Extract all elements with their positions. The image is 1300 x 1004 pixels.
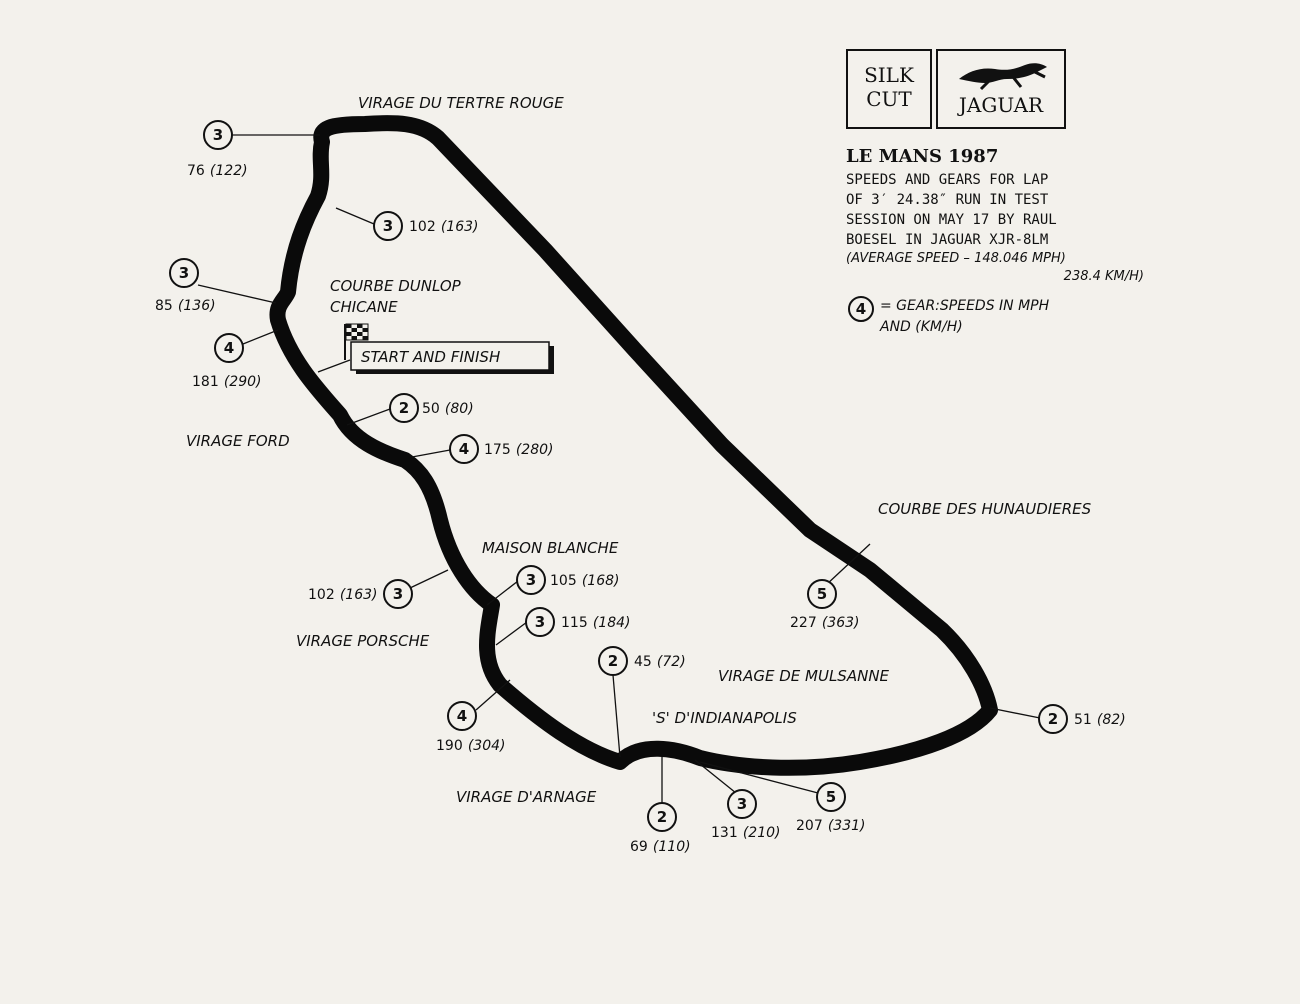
gear-number: 4 (224, 339, 234, 357)
jaguar-logo: JAGUAR (936, 49, 1066, 129)
corner-label-dunlop: COURBE DUNLOP CHICANE (330, 277, 466, 316)
gear-number: 2 (608, 652, 618, 670)
gear-badge: 3 (516, 565, 546, 595)
gear-badge: 3 (525, 607, 555, 637)
gear-number: 5 (817, 585, 827, 603)
legend-text: = GEAR:SPEEDS IN MPH AND (KM/H) (880, 298, 1050, 335)
gear-number: 3 (535, 613, 545, 631)
gear-number: 3 (737, 795, 747, 813)
silk-cut-logo: SILK CUT (846, 49, 932, 129)
average-speed-line2: 238.4 KM/H) (1063, 269, 1144, 284)
gear-number: 3 (179, 264, 189, 282)
info-line: BOESEL IN JAGUAR XJR-8LM (846, 232, 1049, 248)
gear-number: 5 (826, 788, 836, 806)
speed-label: 207 (331) (796, 815, 865, 834)
corner-label-tertre-rouge: VIRAGE DU TERTRE ROUGE (358, 94, 564, 112)
speed-label: 102 (163) (308, 584, 377, 603)
gear-badge: 5 (816, 782, 846, 812)
gear-badge: 2 (647, 802, 677, 832)
info-line: SESSION ON MAY 17 BY RAUL (846, 212, 1057, 228)
gear-number: 3 (393, 585, 403, 603)
start-finish-label: START AND FINISH (361, 348, 500, 366)
gear-number: 2 (399, 399, 409, 417)
gear-badge: 2 (598, 646, 628, 676)
speed-label: 131 (210) (711, 822, 780, 841)
gear-number: 3 (383, 217, 393, 235)
speed-label: 105 (168) (550, 570, 619, 589)
checkered-flag-icon (345, 323, 369, 341)
corner-label-ford: VIRAGE FORD (186, 432, 290, 450)
speed-label: 69 (110) (630, 836, 691, 855)
corner-label-hunaudieres: COURBE DES HUNAUDIERES (878, 500, 1092, 518)
speed-label: 85 (136) (155, 295, 216, 314)
gear-number: 2 (657, 808, 667, 826)
speed-label: 51 (82) (1074, 709, 1126, 728)
gear-badge: 4 (449, 434, 479, 464)
gear-badge: 2 (389, 393, 419, 423)
corner-label-porsche: VIRAGE PORSCHE (296, 632, 430, 650)
speed-label: 175 (280) (484, 439, 553, 458)
gear-badge: 3 (373, 211, 403, 241)
start-finish-marker: START AND FINISH (344, 323, 554, 374)
gear-number: 4 (459, 440, 469, 458)
gear-badge: 3 (383, 579, 413, 609)
speed-label: 181 (290) (192, 371, 261, 390)
gear-badge: 2 (1038, 704, 1068, 734)
speed-label: 115 (184) (561, 612, 630, 631)
corner-label-dunlop-line2: CHICANE (330, 298, 398, 316)
speed-labels: 76 (122) 102 (163) 85 (136) 181 (290) 50… (155, 160, 1126, 855)
gear-number: 3 (526, 571, 536, 589)
speed-label: 76 (122) (187, 160, 248, 179)
circuit-track (269, 115, 998, 776)
gear-badge: 4 (214, 333, 244, 363)
speed-label: 45 (72) (634, 651, 686, 670)
gear-badges: 3 3 3 4 2 4 3 3 3 4 2 2 3 5 2 5 (169, 120, 1068, 832)
info-line: OF 3′ 24.38″ RUN IN TEST (846, 192, 1049, 208)
corner-label-dunlop-line1: COURBE DUNLOP (330, 277, 462, 295)
speed-label: 227 (363) (790, 612, 859, 631)
legend: 4 = GEAR:SPEEDS IN MPH AND (KM/H) (846, 294, 1156, 338)
speed-label: 102 (163) (409, 216, 478, 235)
info-panel: LE MANS 1987 SPEEDS AND GEARS FOR LAP OF… (846, 146, 1156, 338)
average-speed-line1: (AVERAGE SPEED – 148.046 MPH) (846, 251, 1066, 266)
gear-badge: 5 (807, 579, 837, 609)
corner-label-arnage: VIRAGE D'ARNAGE (456, 788, 597, 806)
gear-badge: 3 (727, 789, 757, 819)
speed-label: 50 (80) (422, 398, 474, 417)
corner-label-mulsanne: VIRAGE DE MULSANNE (718, 667, 890, 685)
speed-label: 190 (304) (436, 735, 505, 754)
gear-badge: 4 (447, 701, 477, 731)
gear-number: 3 (213, 126, 223, 144)
gear-badge: 3 (169, 258, 199, 288)
silk-cut-logo-line2: CUT (866, 87, 912, 111)
info-line: SPEEDS AND GEARS FOR LAP (846, 172, 1049, 188)
legend-gear-badge: 4 (848, 296, 874, 322)
jaguar-logo-text: JAGUAR (958, 93, 1044, 117)
gear-badge: 3 (203, 120, 233, 150)
leaping-cat-icon (959, 63, 1047, 91)
start-finish-box (350, 341, 550, 371)
corner-label-indianapolis: 'S' D'INDIANAPOLIS (652, 709, 797, 727)
gear-number: 4 (457, 707, 467, 725)
gear-number: 2 (1048, 710, 1058, 728)
info-title: LE MANS 1987 (846, 146, 999, 167)
leader-lines (197, 134, 1041, 806)
silk-cut-logo-line1: SILK (864, 63, 914, 87)
corner-label-maison-blanche: MAISON BLANCHE (482, 539, 619, 557)
